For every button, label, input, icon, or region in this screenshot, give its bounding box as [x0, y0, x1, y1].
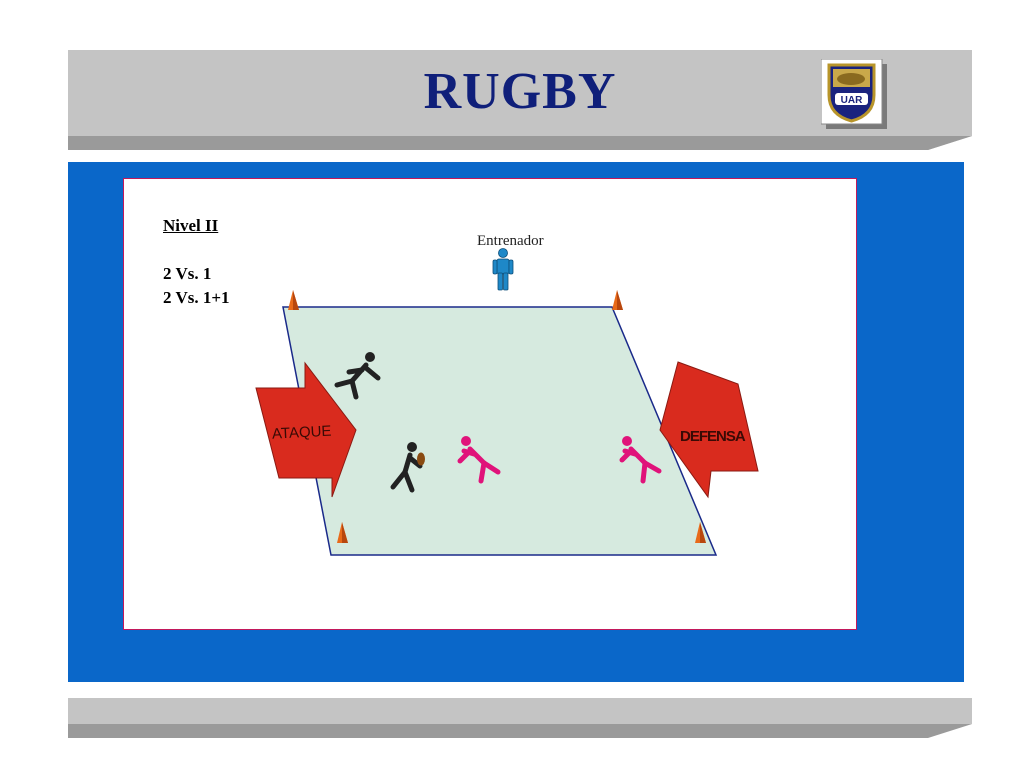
- attack-arrow: [255, 361, 357, 498]
- attacker-player-1: [334, 352, 381, 400]
- cone-bottom-left: [337, 522, 348, 543]
- cone-bottom-right: [695, 522, 706, 543]
- attack-label: ATAQUE: [272, 423, 332, 443]
- page-title: RUGBY: [423, 63, 617, 120]
- defense-arrow: [659, 361, 759, 499]
- level-title: Nivel II: [163, 216, 219, 235]
- cone-top-left: [288, 290, 299, 310]
- uar-logo: UAR: [821, 59, 887, 129]
- cone-top-right: [612, 290, 623, 310]
- coach-label: Entrenador: [477, 233, 544, 249]
- defender-player-1: [457, 436, 501, 484]
- footer-band: [68, 698, 972, 738]
- defender-player-2: [619, 436, 662, 484]
- attacker-player-2: [390, 442, 425, 493]
- logo-text: UAR: [841, 95, 863, 106]
- defense-label: DEFENSA: [680, 428, 746, 445]
- level-line-2: 2 Vs. 1+1: [163, 288, 230, 307]
- coach-icon: [492, 248, 514, 291]
- level-line-1: 2 Vs. 1: [163, 264, 212, 283]
